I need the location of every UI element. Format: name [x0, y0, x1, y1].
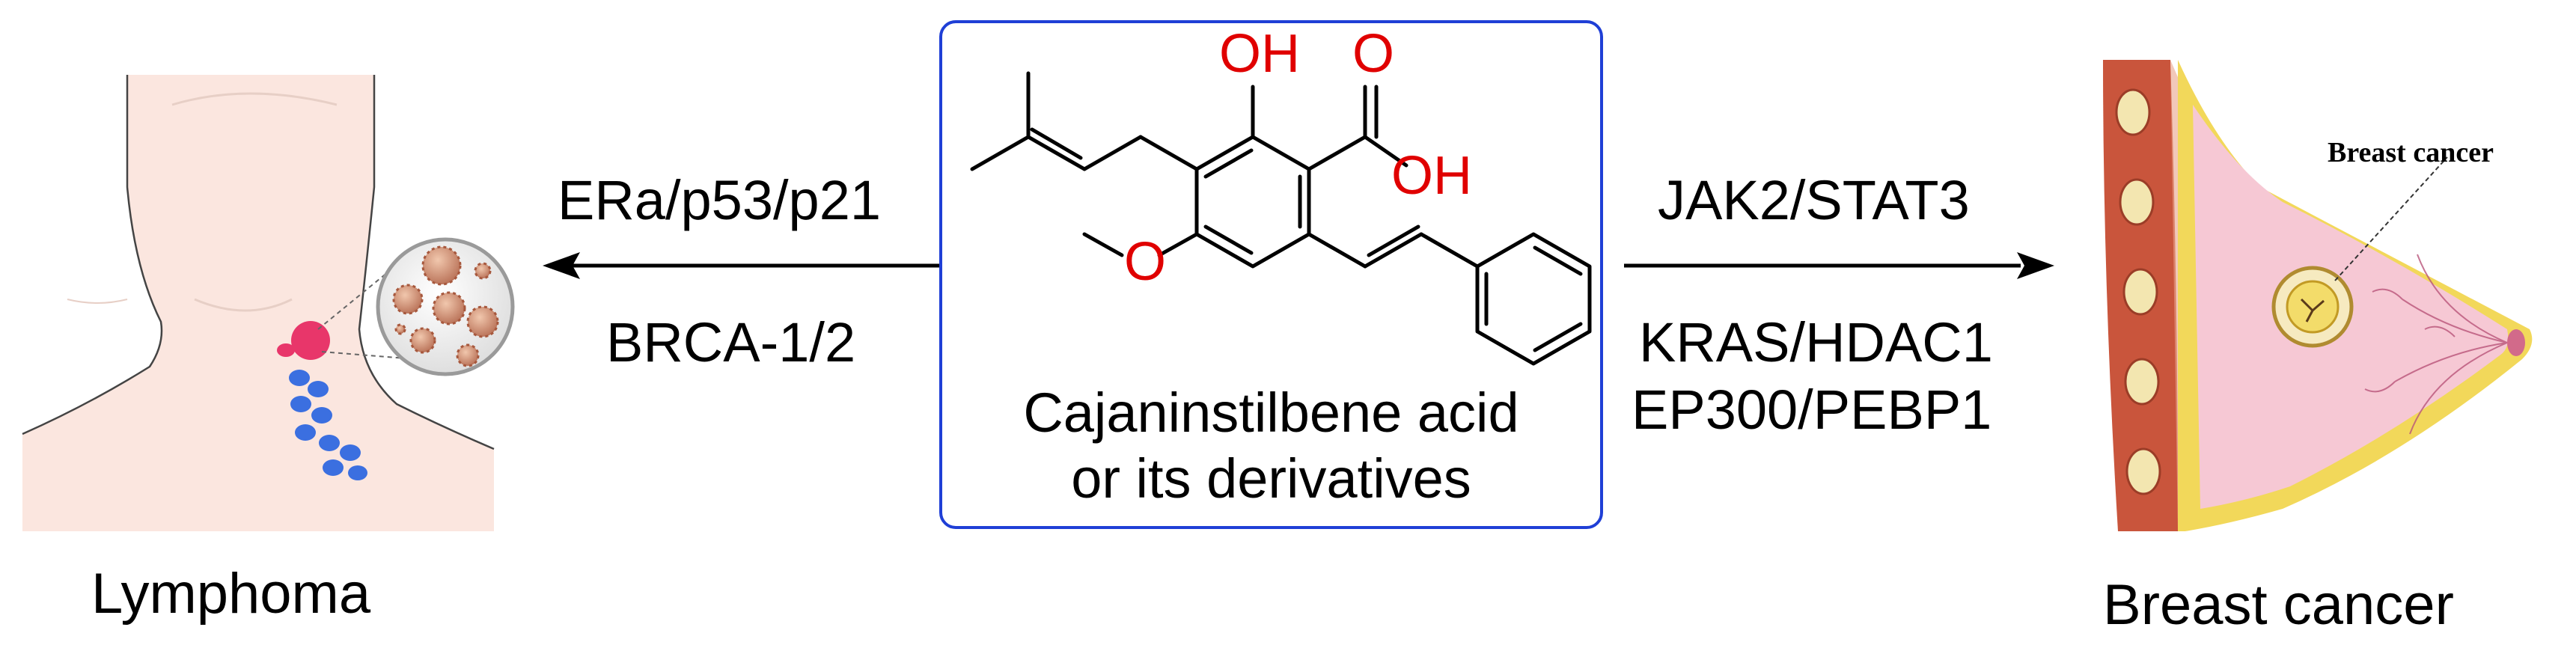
- atom-oh-phenol: OH: [1219, 24, 1300, 84]
- neck-outline-right: [358, 75, 495, 450]
- pathway-label-jak2-stat3: JAK2/STAT3: [1658, 169, 1970, 231]
- lymph-node-chain: [277, 343, 367, 480]
- breast-cancer-illustration-label: Breast cancer: [2328, 137, 2494, 168]
- tumor-node: [291, 321, 330, 360]
- compound-name-line1: Cajaninstilbene acid: [1023, 382, 1519, 444]
- lymphoma-caption: Lymphoma: [91, 562, 371, 626]
- lymphoma-cells: [392, 245, 499, 367]
- breast-cancer-illustration: [2103, 60, 2533, 531]
- breast-cancer-caption: Breast cancer: [2103, 573, 2454, 637]
- atom-o-carbonyl: O: [1352, 24, 1395, 84]
- lymphoma-illustration: [22, 75, 515, 531]
- neck-skin: [22, 75, 494, 531]
- atom-oh-acid: OH: [1391, 146, 1472, 206]
- pathway-label-era-p53-p21: ERa/p53/p21: [558, 169, 882, 231]
- pathway-label-ep300-pebp1: EP300/PEBP1: [1632, 379, 1992, 441]
- cajaninstilbene-acid-structure: [970, 71, 1592, 366]
- pathway-label-kras-hdac1: KRAS/HDAC1: [1639, 311, 1993, 373]
- pathway-label-brca: BRCA-1/2: [606, 311, 856, 373]
- ribs: [2115, 88, 2161, 495]
- compound-name-line2: or its derivatives: [1071, 447, 1471, 510]
- neck-outline-left: [22, 75, 163, 435]
- compound-box: OH O OH O Cajaninstilbene acid or its de…: [939, 20, 1603, 529]
- atom-o-methoxy: O: [1124, 232, 1167, 292]
